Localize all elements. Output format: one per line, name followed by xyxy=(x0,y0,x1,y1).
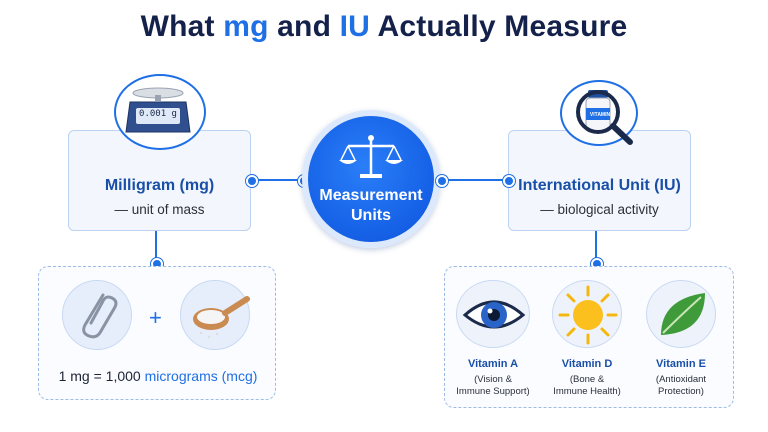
center-label-line2: Units xyxy=(351,207,391,224)
international-unit-box: International Unit (IU) — biological act… xyxy=(508,130,691,231)
vitamin-a-desc-line1: (Vision & xyxy=(474,374,512,385)
mg-equation: 1 mg = 1,000 micrograms (mcg) xyxy=(40,368,276,384)
leaf-icon xyxy=(646,280,716,348)
sun-icon xyxy=(552,280,622,348)
vitamin-e-desc-line2: Protection) xyxy=(658,386,704,397)
vitamin-a-name: Vitamin A xyxy=(467,358,519,370)
title-mg: mg xyxy=(223,10,269,43)
center-label: Measurement Units xyxy=(308,186,434,226)
eye-icon xyxy=(456,280,530,348)
connector-dot xyxy=(503,175,515,187)
connector-dot xyxy=(246,175,258,187)
vitamin-e-desc-line1: (Antioxidant xyxy=(655,374,707,385)
center-label-line1: Measurement xyxy=(319,187,423,204)
equation-unit: micrograms (mcg) xyxy=(144,368,258,384)
scale-reading: 0.001 g xyxy=(139,109,177,119)
vitamin-e-name: Vitamin E xyxy=(656,358,706,370)
iu-subtitle: — biological activity xyxy=(540,202,659,217)
title-iu: IU xyxy=(339,10,371,43)
equation-prefix: 1 mg = 1,000 xyxy=(58,368,145,384)
title-text: Actually Measure xyxy=(370,10,628,43)
vitamin-d-desc-line2: Immune Health) xyxy=(553,386,621,397)
vitamin-d-desc-line1: (Bone & xyxy=(569,374,605,385)
vitamin-a-desc-line2: Immune Support) xyxy=(456,386,530,397)
paperclip-icon xyxy=(62,280,132,350)
page-title: What mg and IU Actually Measure xyxy=(0,10,768,44)
title-text: What xyxy=(140,10,224,43)
vitamin-d-name: Vitamin D xyxy=(561,358,613,370)
measurement-units-circle: Measurement Units xyxy=(302,110,440,248)
iu-title: International Unit (IU) xyxy=(518,177,681,194)
balance-scale-icon xyxy=(339,135,403,178)
milligram-subtitle: — unit of mass xyxy=(114,202,205,217)
digital-scale-icon: 0.001 g xyxy=(114,74,206,150)
milligram-title: Milligram (mg) xyxy=(104,177,215,194)
spoon-powder-icon xyxy=(180,280,250,350)
connector-dot xyxy=(436,175,448,187)
plus-sign: + xyxy=(149,305,162,330)
bottle-label: VITAMIN xyxy=(589,112,611,118)
magnifier-vitamin-bottle-icon: VITAMIN xyxy=(560,80,640,148)
title-text: and xyxy=(268,10,340,43)
